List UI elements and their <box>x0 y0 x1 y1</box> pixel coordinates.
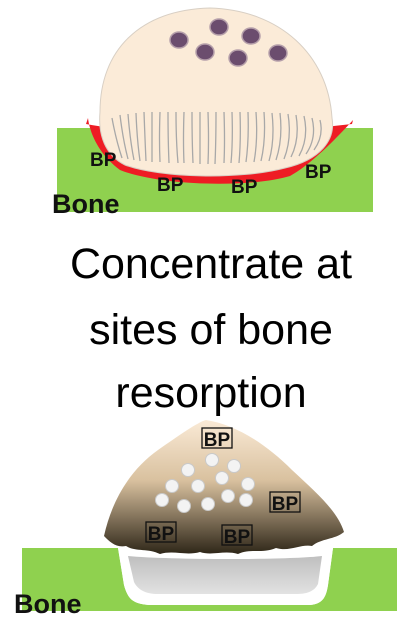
vesicle <box>216 472 229 485</box>
vesicle <box>192 480 205 493</box>
vesicle <box>182 464 195 477</box>
bp-label: BP <box>148 524 175 545</box>
bp-label: BP <box>90 150 117 171</box>
top-bone-label: Bone <box>52 189 120 219</box>
vesicle <box>228 460 241 473</box>
vesicle <box>206 454 219 467</box>
bp-label: BP <box>231 177 258 198</box>
vesicle <box>156 494 169 507</box>
bp-label: BP <box>204 430 231 451</box>
bp-label: BP <box>272 494 299 515</box>
top-panel: BP BP BP BP Bone <box>52 8 373 219</box>
bp-box: BP <box>202 428 232 451</box>
resorption-pit-fill <box>128 556 322 594</box>
caption-line: Concentrate at <box>70 240 352 288</box>
bp-box: BP <box>270 492 300 515</box>
nucleus <box>196 44 214 60</box>
bp-label: BP <box>224 527 251 548</box>
bp-box: BP <box>222 525 252 548</box>
nucleus <box>210 19 228 35</box>
vesicle <box>166 480 179 493</box>
bp-label: BP <box>305 162 332 183</box>
vesicle <box>242 478 255 491</box>
nucleus <box>269 45 287 61</box>
nucleus <box>229 50 247 66</box>
nucleus <box>170 32 188 48</box>
bottom-bone-label: Bone <box>14 589 82 617</box>
caption-line: sites of bone <box>89 306 333 354</box>
caption-line: resorption <box>115 369 306 417</box>
nucleus <box>242 28 260 44</box>
bottom-panel: BP BP BP BP Bone <box>14 420 397 617</box>
bp-box: BP <box>146 522 176 545</box>
vesicle <box>240 494 253 507</box>
caption: Concentrate at sites of bone resorption <box>70 240 352 417</box>
vesicle <box>222 490 235 503</box>
bp-label: BP <box>157 175 184 196</box>
vesicle <box>178 500 191 513</box>
vesicle <box>202 498 215 511</box>
